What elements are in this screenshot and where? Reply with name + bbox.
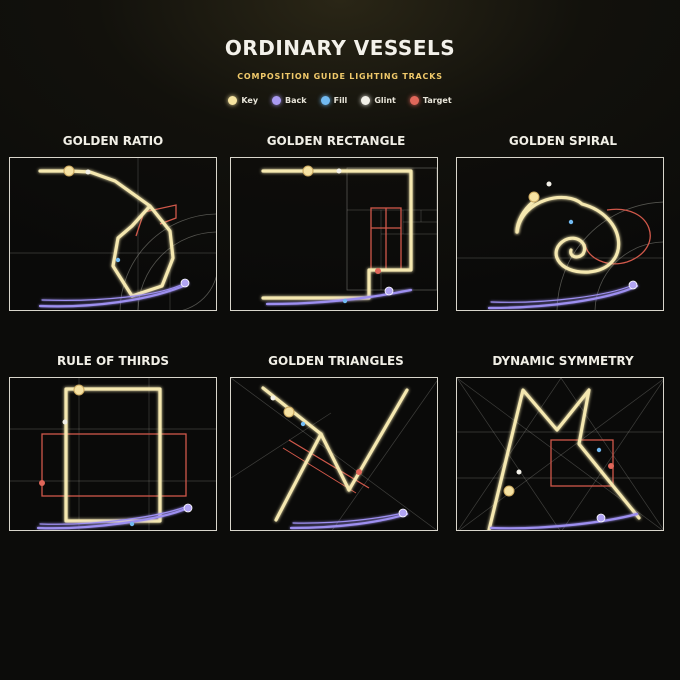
- panel-golden-spiral: [456, 157, 664, 311]
- legend-label: Target: [422, 96, 452, 105]
- fill-dot-icon: [320, 96, 330, 105]
- key-light-marker: [73, 384, 85, 396]
- key-dot-icon: [228, 96, 238, 105]
- back-light-marker: [180, 278, 190, 288]
- panel-title-golden-ratio: GOLDEN RATIO: [62, 134, 164, 148]
- legend-item-glint: Glint: [361, 96, 396, 105]
- glint-marker: [85, 169, 91, 175]
- glint-dot-icon: [361, 96, 371, 105]
- golden-rectangle-diagram: [261, 165, 437, 306]
- panel-dynamic-symmetry: [456, 377, 664, 531]
- fill-light-marker: [300, 421, 306, 427]
- panel-title-golden-rectangle: GOLDEN RECTANGLE: [266, 134, 406, 148]
- legend-item-key: Key: [228, 96, 258, 105]
- fill-light-marker: [342, 298, 348, 304]
- legend-label: Key: [241, 96, 259, 105]
- glint-marker: [62, 419, 68, 425]
- fill-light-marker: [115, 257, 121, 263]
- back-light-marker: [398, 508, 408, 518]
- target-marker: [39, 480, 45, 486]
- legend-label: Fill: [333, 96, 348, 105]
- page-subtitle: COMPOSITION GUIDE LIGHTING TRACKS: [237, 72, 443, 81]
- legend-item-back: Back: [272, 96, 307, 105]
- glint-marker: [270, 395, 276, 401]
- back-light-marker: [183, 503, 193, 513]
- key-light-marker: [283, 406, 295, 418]
- target-marker: [375, 268, 381, 274]
- page-title: ORDINARY VESSELS: [224, 36, 456, 60]
- panel-golden-rectangle: [230, 157, 438, 311]
- panel-title-rule-of-thirds: RULE OF THIRDS: [56, 354, 170, 368]
- target-marker: [608, 463, 614, 469]
- panel-rule-of-thirds: [9, 377, 217, 531]
- dynamic-symmetry-diagram: [457, 378, 663, 530]
- legend-label: Glint: [374, 96, 396, 105]
- fill-light-marker: [596, 447, 602, 453]
- panel-title-dynamic-symmetry: DYNAMIC SYMMETRY: [492, 354, 634, 368]
- panel-title-golden-triangles: GOLDEN TRIANGLES: [268, 354, 404, 368]
- key-light-marker: [63, 165, 75, 177]
- target-dot-icon: [409, 96, 419, 105]
- key-light-marker: [302, 165, 314, 177]
- fill-light-marker: [129, 521, 135, 527]
- golden-spiral-diagram: [457, 181, 663, 310]
- back-light-marker: [384, 286, 394, 296]
- legend-item-fill: Fill: [320, 96, 348, 105]
- glint-marker: [546, 181, 552, 187]
- golden-ratio-diagram: [10, 158, 216, 310]
- fill-light-marker: [568, 219, 574, 225]
- rule-of-thirds-diagram: [10, 378, 216, 530]
- glint-marker: [516, 469, 522, 475]
- key-light-marker: [503, 485, 515, 497]
- back-light-marker: [596, 513, 606, 523]
- legend: Key Back Fill Glint Target: [0, 96, 680, 105]
- golden-triangles-diagram: [231, 378, 437, 530]
- back-light-marker: [628, 280, 638, 290]
- panel-golden-ratio: [9, 157, 217, 311]
- target-marker: [356, 469, 362, 475]
- glint-marker: [336, 168, 342, 174]
- legend-label: Back: [285, 96, 307, 105]
- key-light-marker: [528, 191, 540, 203]
- panel-golden-triangles: [230, 377, 438, 531]
- panel-title-golden-spiral: GOLDEN SPIRAL: [508, 134, 618, 148]
- back-dot-icon: [272, 96, 282, 105]
- legend-item-target: Target: [409, 96, 452, 105]
